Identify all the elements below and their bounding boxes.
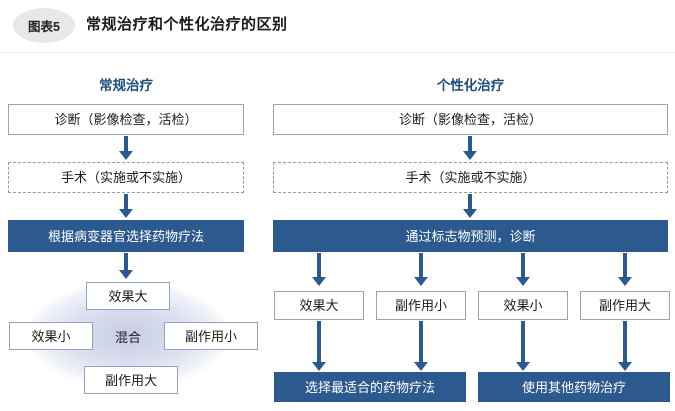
header-divider [0, 52, 675, 53]
left-outcome-sideeffect-small: 副作用小 [164, 322, 258, 350]
right-branch-sideeffect-large: 副作用大 [580, 291, 670, 320]
right-step-surgery: 手术（实施或不实施） [273, 162, 668, 193]
arrow-right-diagnosis-to-surgery [463, 136, 477, 160]
left-step-diagnosis: 诊断（影像检查，活检） [8, 104, 244, 135]
arrow-right-branch-1 [312, 253, 326, 286]
arrow-right-branch-3 [516, 253, 530, 286]
figure-title: 常规治疗和个性化治疗的区别 [86, 16, 288, 33]
arrow-right-conclusion-2b [618, 321, 632, 371]
figure-number-badge [13, 8, 75, 43]
right-column-heading: 个性化治疗 [436, 78, 505, 93]
right-step-marker-prediction: 通过标志物预测，诊断 [273, 220, 668, 252]
arrow-left-drug-to-outcomes [119, 253, 133, 279]
left-outcome-effect-large: 效果大 [86, 282, 170, 310]
arrow-right-conclusion-1a [312, 321, 326, 371]
left-outcome-effect-small: 效果小 [9, 322, 93, 350]
arrow-right-branch-4 [618, 253, 632, 286]
left-outcome-sideeffect-large: 副作用大 [84, 366, 178, 394]
left-step-surgery: 手术（实施或不实施） [8, 162, 244, 193]
left-outcome-mixed: 混合 [114, 329, 141, 345]
right-step-diagnosis: 诊断（影像检查，活检） [273, 104, 668, 135]
left-step-drug-selection: 根据病变器官选择药物疗法 [8, 220, 244, 252]
right-branch-sideeffect-small: 副作用小 [376, 291, 466, 320]
arrow-right-conclusion-2a [516, 321, 530, 371]
arrow-right-conclusion-1b [414, 321, 428, 371]
right-conclusion-other-drug: 使用其他药物治疗 [478, 372, 670, 402]
right-branch-effect-large: 效果大 [274, 291, 364, 320]
arrow-left-surgery-to-drug [119, 194, 133, 218]
left-column-heading: 常规治疗 [99, 78, 153, 93]
arrow-right-surgery-to-marker [463, 194, 477, 218]
right-conclusion-best-drug: 选择最适合的药物疗法 [274, 372, 466, 402]
arrow-left-diagnosis-to-surgery [119, 136, 133, 160]
arrow-right-branch-2 [414, 253, 428, 286]
figure-number-label: 图表5 [28, 20, 60, 34]
right-branch-effect-small: 效果小 [478, 291, 568, 320]
